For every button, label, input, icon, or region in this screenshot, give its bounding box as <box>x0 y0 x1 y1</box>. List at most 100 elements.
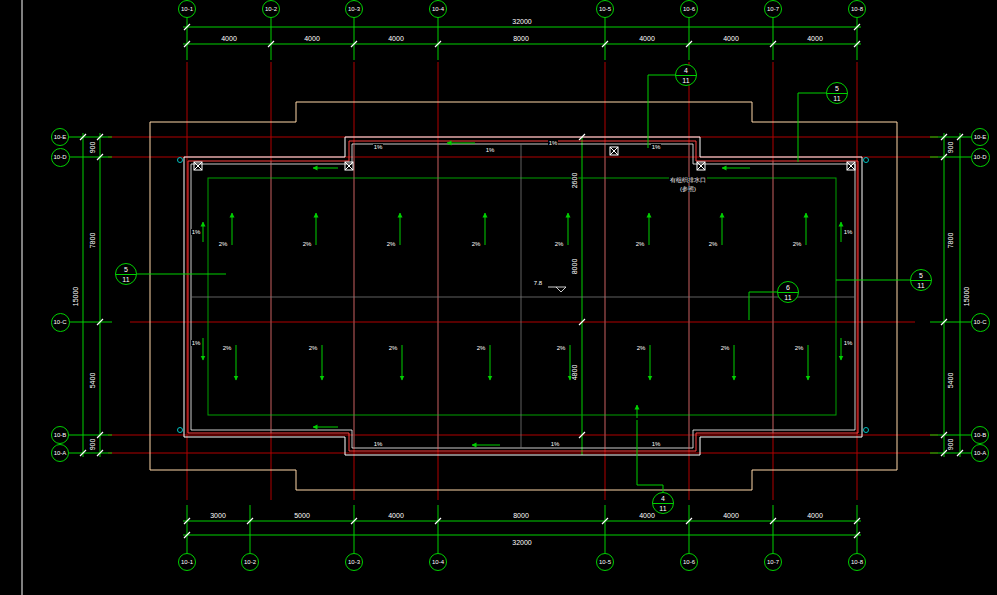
dimension-text: 900 <box>90 437 97 451</box>
grid-bubble: 10-B <box>51 426 69 444</box>
grid-bubble: 10-6 <box>680 553 698 571</box>
grid-bubble: 10-E <box>971 128 989 146</box>
grid-label: 10-8 <box>851 559 863 565</box>
slope-text: 2% <box>218 241 229 247</box>
dimension-text: 2600 <box>572 171 579 189</box>
dimension-text: 900 <box>948 437 955 451</box>
dimension-text: 8000 <box>572 257 579 275</box>
grid-label: 10-1 <box>181 6 193 12</box>
slope-text: 2% <box>471 241 482 247</box>
grid-label: 10-C <box>53 319 66 325</box>
dimension-text: 4000 <box>806 512 824 519</box>
grid-bubble: 10-2 <box>262 0 280 18</box>
grid-label: 10-D <box>973 154 986 160</box>
grid-bubble: 10-D <box>971 148 990 167</box>
grid-label: 10-7 <box>767 6 779 12</box>
grid-label: 10-5 <box>599 6 611 12</box>
sheet-number: 11 <box>833 95 840 102</box>
grid-label: 10-6 <box>683 559 695 565</box>
grid-bubble: 10-E <box>51 128 69 146</box>
grid-bubble: 10-4 <box>429 0 447 18</box>
slope-text: 2% <box>476 345 487 351</box>
dimension-text: 4000 <box>220 35 238 42</box>
sheet-number: 11 <box>682 77 689 84</box>
slope-text: 2% <box>635 241 646 247</box>
slope-text: 1% <box>843 229 854 235</box>
dimension-text: 8000 <box>512 35 530 42</box>
grid-label: 10-E <box>974 134 987 140</box>
dimension-text: 5000 <box>293 512 311 519</box>
sheet-number: 11 <box>659 505 666 512</box>
slope-text: 2% <box>554 241 565 247</box>
dimension-text: 3000 <box>209 512 227 519</box>
grid-bubble: 10-C <box>51 313 70 332</box>
slope-text: 1% <box>373 144 384 150</box>
grid-label: 10-D <box>53 154 66 160</box>
grid-label: 10-A <box>54 450 67 456</box>
detail-callout: 611 <box>777 281 799 303</box>
grid-label: 10-5 <box>599 559 611 565</box>
grid-label: 10-6 <box>683 6 695 12</box>
slope-text: 1% <box>191 340 202 346</box>
grid-bubble: 10-7 <box>764 0 782 18</box>
detail-number: 5 <box>124 266 128 273</box>
slope-text: 2% <box>308 345 319 351</box>
dimension-text: 5400 <box>90 371 97 389</box>
grid-bubble: 10-8 <box>848 0 866 18</box>
dimension-text: 4000 <box>638 512 656 519</box>
dimension-text: 32000 <box>511 18 532 25</box>
dimension-text: 15000 <box>964 285 971 306</box>
grid-bubble: 10-6 <box>680 0 698 18</box>
grid-bubble: 10-8 <box>848 553 866 571</box>
dimension-text: 5400 <box>948 371 955 389</box>
slope-text: 2% <box>720 345 731 351</box>
dimension-text: 4000 <box>638 35 656 42</box>
grid-label: 10-4 <box>432 559 444 565</box>
grid-label: 10-C <box>973 319 986 325</box>
detail-number: 4 <box>684 67 688 74</box>
grid-label: 10-2 <box>244 559 256 565</box>
grid-label: 10-3 <box>348 6 360 12</box>
grid-label: 10-8 <box>851 6 863 12</box>
dimension-text: 32000 <box>511 539 532 546</box>
grid-label: 10-1 <box>181 559 193 565</box>
grid-label: 10-2 <box>265 6 277 12</box>
slope-text: 2% <box>302 241 313 247</box>
grid-bubble: 10-4 <box>429 553 447 571</box>
slope-text: 2% <box>792 241 803 247</box>
detail-number: 5 <box>835 85 839 92</box>
slope-text: 1% <box>651 144 662 150</box>
callout-divider <box>911 280 931 281</box>
dimension-text: 4000 <box>722 35 740 42</box>
callout-divider <box>827 93 847 94</box>
detail-callout: 511 <box>826 82 848 104</box>
detail-number: 4 <box>661 495 665 502</box>
grid-label: 10-B <box>54 432 67 438</box>
grid-bubble: 10-1 <box>178 553 196 571</box>
callout-divider <box>676 75 696 76</box>
grid-bubble: 10-2 <box>241 553 259 571</box>
sheet-number: 11 <box>917 282 924 289</box>
slope-text: 1% <box>843 340 854 346</box>
slope-text: 2% <box>794 345 805 351</box>
elevation-text: 7.8 <box>533 280 543 286</box>
grid-label: 10-A <box>974 450 987 456</box>
detail-callout: 411 <box>675 64 697 86</box>
grid-label: 10-E <box>54 134 67 140</box>
sheet-number: 11 <box>784 294 791 301</box>
dimension-text: 4000 <box>722 512 740 519</box>
dimension-text: 4000 <box>387 35 405 42</box>
grid-label: 10-3 <box>348 559 360 565</box>
callout-divider <box>653 503 673 504</box>
grid-label: 10-7 <box>767 559 779 565</box>
note-text: (参照) <box>679 186 697 192</box>
dimension-text: 900 <box>90 140 97 154</box>
slope-text: 2% <box>636 345 647 351</box>
dimension-text: 15000 <box>73 285 80 306</box>
grid-bubble: 10-D <box>51 148 70 167</box>
grid-bubble: 10-B <box>971 426 989 444</box>
grid-bubble: 10-7 <box>764 553 782 571</box>
grid-label: 10-B <box>974 432 987 438</box>
dimension-text: 7800 <box>948 231 955 249</box>
